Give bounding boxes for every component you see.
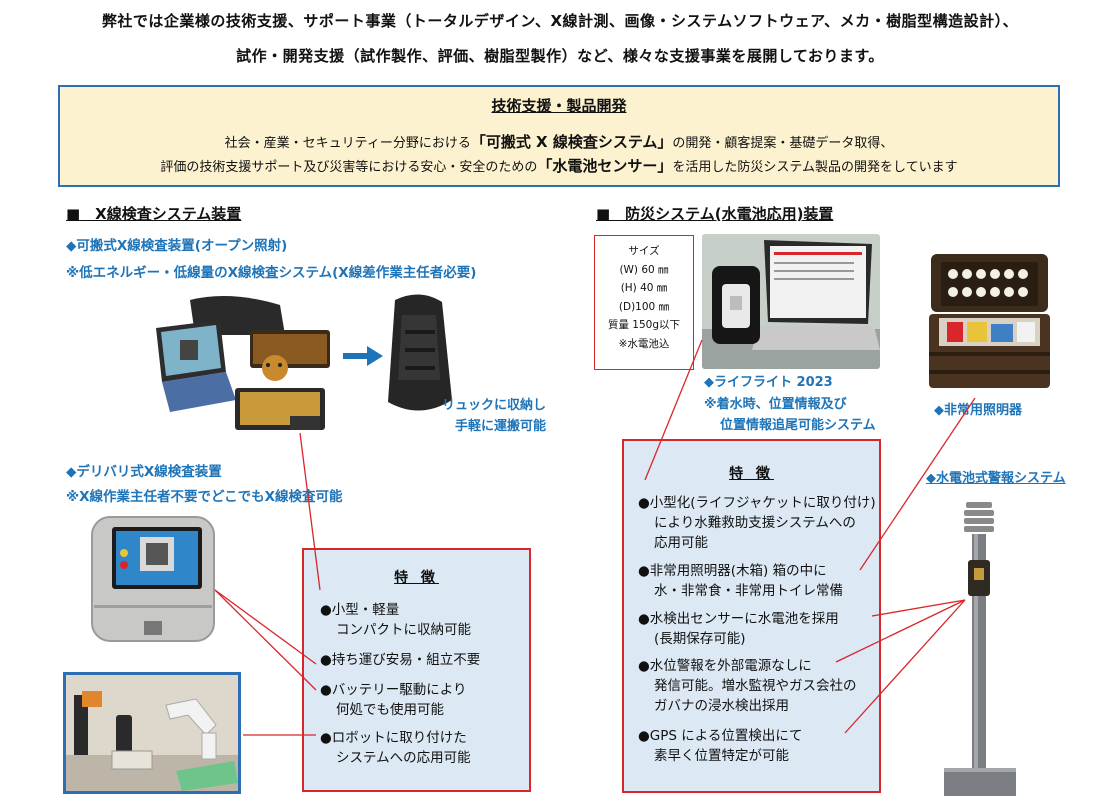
emergency-light-caption: ◆非常用照明器 bbox=[934, 403, 1022, 418]
delivery-xray-note: ※X線作業主任者不要でどこでもX線検査可能 bbox=[66, 489, 343, 505]
disaster-feature-item: ●小型化(ライフジャケットに取り付け) により水難救助支援システムへの 応用可能 bbox=[638, 493, 876, 553]
banner-line-1-post: の開発・顧客提案・基礎データ取得、 bbox=[672, 136, 894, 151]
disaster-feature-line: ●水位警報を外部電源なしに bbox=[638, 658, 812, 674]
banner-line-2-bold: 「水電池センサー」 bbox=[537, 157, 673, 175]
disaster-feature-item: ●GPS による位置検出にて 素早く位置特定が可能 bbox=[638, 726, 802, 766]
xray-feature-line: ●バッテリー駆動により bbox=[320, 682, 467, 698]
arrow-right-icon bbox=[343, 346, 383, 370]
backpack-caption: リュックに収納し 手軽に運搬可能 bbox=[430, 395, 546, 437]
xray-features-box: 特 徴 ●小型・軽量 コンパクトに収納可能 ●持ち運び安易・組立不要 ●バッテリ… bbox=[302, 548, 531, 792]
lifelight-note-2: 位置情報追尾可能システム bbox=[720, 418, 876, 433]
xray-feature-item: ●ロボットに取り付けた システムへの応用可能 bbox=[320, 728, 471, 768]
lifelight-note-1: ※着水時、位置情報及び bbox=[704, 397, 847, 412]
xray-feature-line: ●小型・軽量 bbox=[320, 602, 400, 618]
connector-line bbox=[214, 589, 317, 691]
disaster-feature-line: (長期保存可能) bbox=[654, 631, 746, 647]
portable-xray-kit-photo bbox=[150, 290, 340, 440]
banner-line-2-post: を活用した防災システム製品の開発をしています bbox=[672, 160, 958, 175]
xray-feature-item: ●小型・軽量 コンパクトに収納可能 bbox=[320, 600, 471, 640]
xray-feature-line: ●ロボットに取り付けた bbox=[320, 730, 467, 746]
disaster-feature-line: により水難救助支援システムへの bbox=[654, 515, 856, 531]
backpack-caption-line-2: 手軽に運搬可能 bbox=[454, 419, 546, 434]
banner-line-2-pre: 評価の技術支援サポート及び災害等における安心・安全のための bbox=[160, 160, 538, 175]
lifelight-spec-box: サイズ (W) 60 ㎜ (H) 40 ㎜ (D)100 ㎜ 質量 150g以下… bbox=[594, 235, 694, 370]
connector-line bbox=[871, 599, 966, 617]
spec-line: (W) 60 ㎜ bbox=[619, 263, 669, 276]
spec-line: サイズ bbox=[628, 245, 660, 257]
disaster-feature-line: ●GPS による位置検出にて bbox=[638, 728, 803, 744]
spec-line: (D)100 ㎜ bbox=[618, 300, 670, 313]
xray-feature-line: ●持ち運び安易・組立不要 bbox=[320, 652, 481, 668]
spec-line: 質量 150g以下 bbox=[607, 319, 681, 331]
xray-feature-line: システムへの応用可能 bbox=[336, 750, 471, 766]
xray-feature-line: 何処でも使用可能 bbox=[336, 702, 444, 718]
banner-line-1-bold: 「可搬式 X 線検査システム」 bbox=[470, 133, 673, 151]
connector-line bbox=[835, 599, 966, 663]
disaster-features-box: 特 徴 ●小型化(ライフジャケットに取り付け) により水難救助支援システムへの … bbox=[622, 439, 881, 793]
disaster-feature-line: 水・非常食・非常用トイレ常備 bbox=[654, 583, 843, 599]
xray-features-title: 特 徴 bbox=[394, 570, 439, 586]
disaster-feature-line: 素早く位置特定が可能 bbox=[654, 748, 789, 764]
banner-line-1: 社会・産業・セキュリティー分野における「可搬式 X 線検査システム」の開発・顧客… bbox=[60, 131, 1058, 152]
disaster-feature-line: ●非常用照明器(木箱) 箱の中に bbox=[638, 563, 827, 579]
connector-line bbox=[859, 397, 976, 571]
alarm-pole-photo bbox=[930, 498, 1030, 798]
disaster-features-title: 特 徴 bbox=[729, 466, 774, 482]
lifelight-title: ◆ライフライト 2023 bbox=[704, 375, 833, 390]
delivery-xray-device-photo bbox=[88, 513, 218, 645]
backpack-caption-line-1: リュックに収納し bbox=[441, 398, 546, 413]
delivery-xray-title: ◆デリバリ式X線検査装置 bbox=[66, 464, 222, 480]
disaster-feature-line: ●水検出センサーに水電池を採用 bbox=[638, 611, 839, 627]
banner-title: 技術支援・製品開発 bbox=[491, 97, 627, 115]
disaster-feature-item: ●非常用照明器(木箱) 箱の中に 水・非常食・非常用トイレ常備 bbox=[638, 561, 843, 601]
connector-line bbox=[644, 339, 703, 481]
connector-line bbox=[214, 589, 317, 665]
portable-xray-note: ※低エネルギー・低線量のX線検査システム(X線差作業主任者必要) bbox=[66, 265, 477, 281]
emergency-light-photo bbox=[927, 252, 1052, 390]
spec-line: (H) 40 ㎜ bbox=[620, 282, 668, 294]
disaster-feature-line: ガバナの浸水検出採用 bbox=[654, 698, 789, 714]
disaster-feature-item: ●水位警報を外部電源なしに 発信可能。増水監視やガス会社の ガバナの浸水検出採用 bbox=[638, 656, 857, 716]
intro-line-2: 試作・開発支援（試作製作、評価、樹脂型製作）など、様々な支援事業を展開しておりま… bbox=[236, 47, 884, 65]
robot-system-photo bbox=[63, 672, 241, 794]
disaster-feature-item: ●水検出センサーに水電池を採用 (長期保存可能) bbox=[638, 609, 839, 649]
connector-line bbox=[844, 599, 966, 734]
intro-line-1: 弊社では企業様の技術支援、サポート事業（トータルデザイン、X線計測、画像・システ… bbox=[101, 12, 1019, 30]
connector-line bbox=[299, 432, 321, 591]
disaster-feature-line: 発信可能。増水監視やガス会社の bbox=[654, 678, 857, 694]
alarm-system-caption: ◆水電池式警報システム bbox=[926, 471, 1066, 486]
disaster-feature-line: 応用可能 bbox=[654, 535, 708, 551]
disaster-feature-line: ●小型化(ライフジャケットに取り付け) bbox=[638, 495, 876, 511]
spec-line: ※水電池込 bbox=[618, 337, 670, 350]
xray-feature-item: ●バッテリー駆動により 何処でも使用可能 bbox=[320, 680, 467, 720]
xray-feature-item: ●持ち運び安易・組立不要 bbox=[320, 650, 480, 670]
xray-feature-line: コンパクトに収納可能 bbox=[336, 622, 471, 638]
banner-line-2: 評価の技術支援サポート及び災害等における安心・安全のための「水電池センサー」を活… bbox=[60, 155, 1058, 176]
tech-support-banner: 技術支援・製品開発 社会・産業・セキュリティー分野における「可搬式 X 線検査シ… bbox=[58, 85, 1060, 187]
banner-line-1-pre: 社会・産業・セキュリティー分野における bbox=[224, 136, 471, 151]
xray-section-title: ■ X線検査システム装置 bbox=[66, 205, 242, 223]
portable-xray-title: ◆可搬式X線検査装置(オープン照射) bbox=[66, 238, 288, 254]
lifelight-device-photo bbox=[702, 234, 880, 369]
disaster-section-title: ■ 防災システム(水電池応用)装置 bbox=[596, 205, 834, 223]
backpack-photo bbox=[380, 290, 458, 422]
